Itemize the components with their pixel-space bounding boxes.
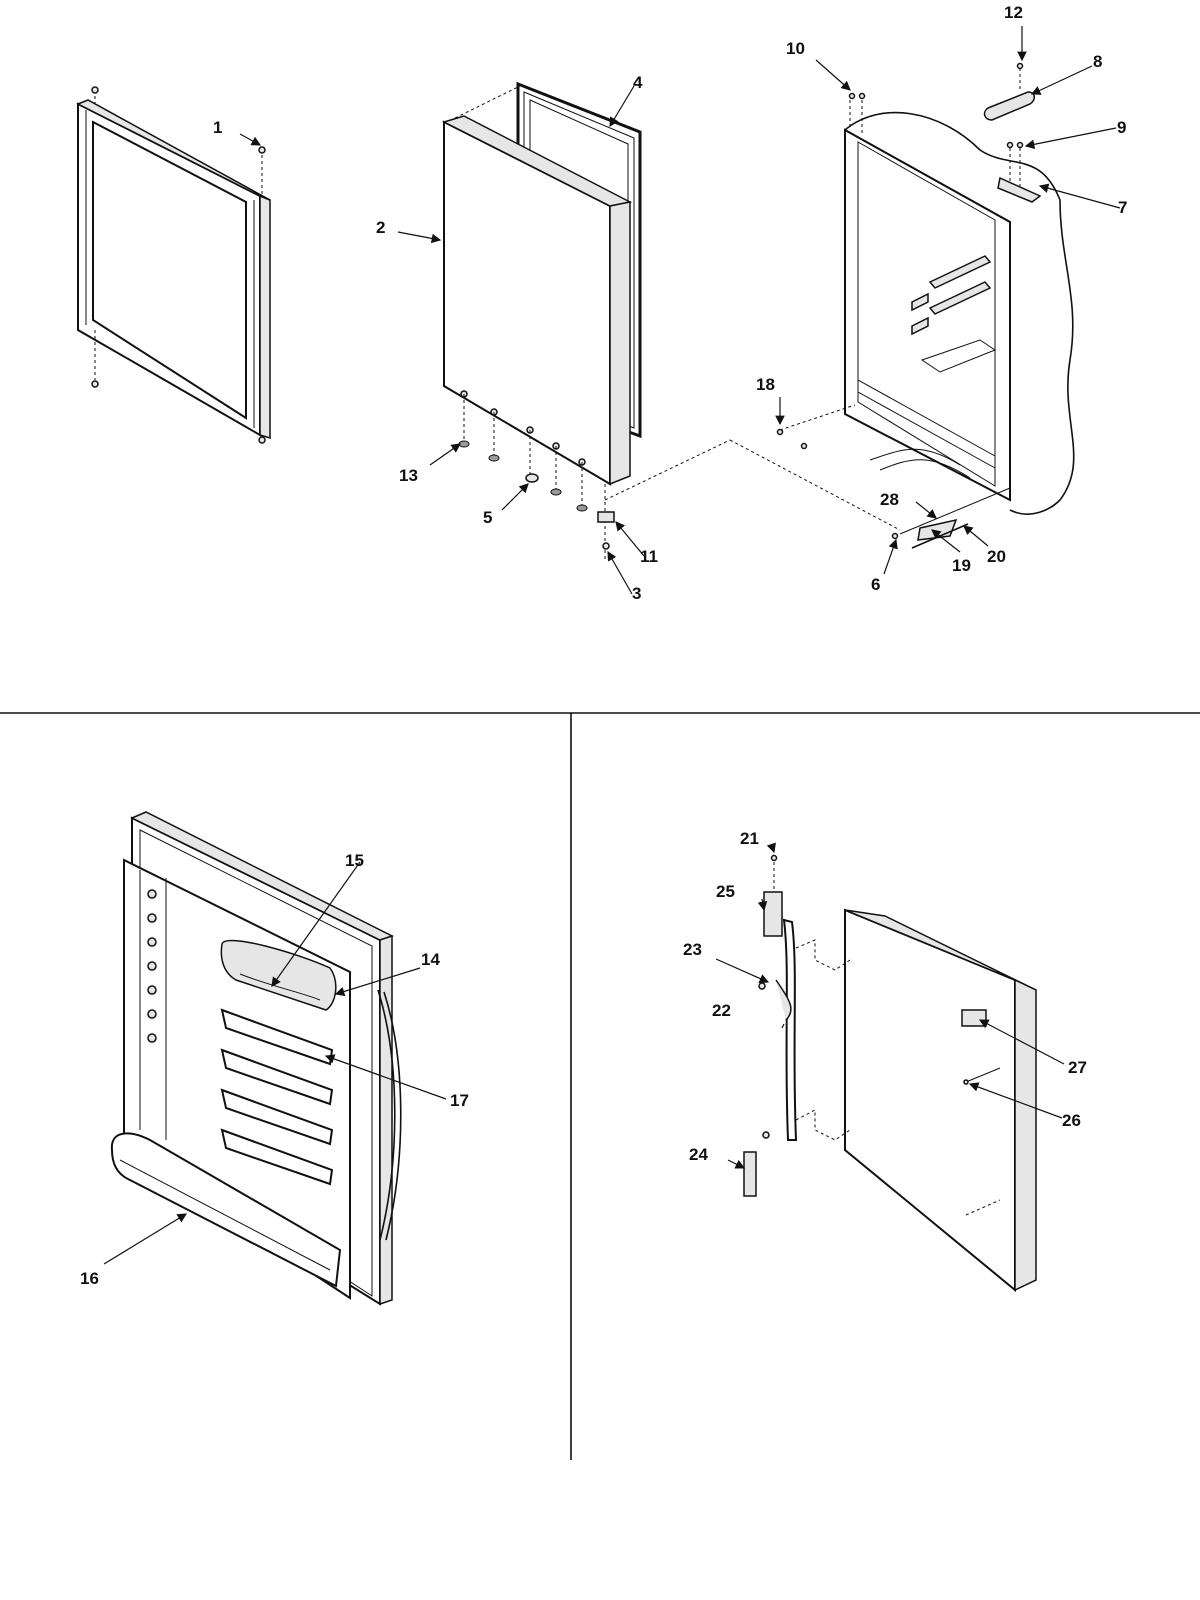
callout-11: 11 <box>640 547 658 566</box>
callout-12: 12 <box>1004 3 1023 22</box>
outer-door-part <box>743 854 1037 1293</box>
callout-22: 22 <box>712 1001 731 1020</box>
callout-21: 21 <box>740 829 759 848</box>
callout-26: 26 <box>1062 1111 1081 1130</box>
callout-25: 25 <box>716 882 735 901</box>
leader-lines <box>103 26 1121 1265</box>
callout-5: 5 <box>483 508 492 527</box>
callout-3: 3 <box>632 584 641 603</box>
door-panel-part <box>441 81 901 560</box>
callout-15: 15 <box>345 851 364 870</box>
callout-1: 1 <box>213 118 222 137</box>
door-frame-part <box>76 86 271 444</box>
callout-7: 7 <box>1118 198 1127 217</box>
callout-16: 16 <box>80 1269 99 1288</box>
callout-23: 23 <box>683 940 702 959</box>
callout-17: 17 <box>450 1091 469 1110</box>
callout-28: 28 <box>880 490 899 509</box>
callout-18: 18 <box>756 375 775 394</box>
inner-door-part <box>110 811 402 1306</box>
callout-13: 13 <box>399 466 418 485</box>
callout-2: 2 <box>376 218 385 237</box>
cabinet-body-part <box>776 62 1075 549</box>
callout-8: 8 <box>1093 52 1102 71</box>
callout-9: 9 <box>1117 118 1126 137</box>
callout-14: 14 <box>421 950 440 969</box>
callout-24: 24 <box>689 1145 708 1164</box>
callout-20: 20 <box>987 547 1006 566</box>
callout-4: 4 <box>633 73 643 92</box>
callout-6: 6 <box>871 575 880 594</box>
callout-19: 19 <box>952 556 971 575</box>
callout-27: 27 <box>1068 1058 1087 1077</box>
callout-10: 10 <box>786 39 805 58</box>
